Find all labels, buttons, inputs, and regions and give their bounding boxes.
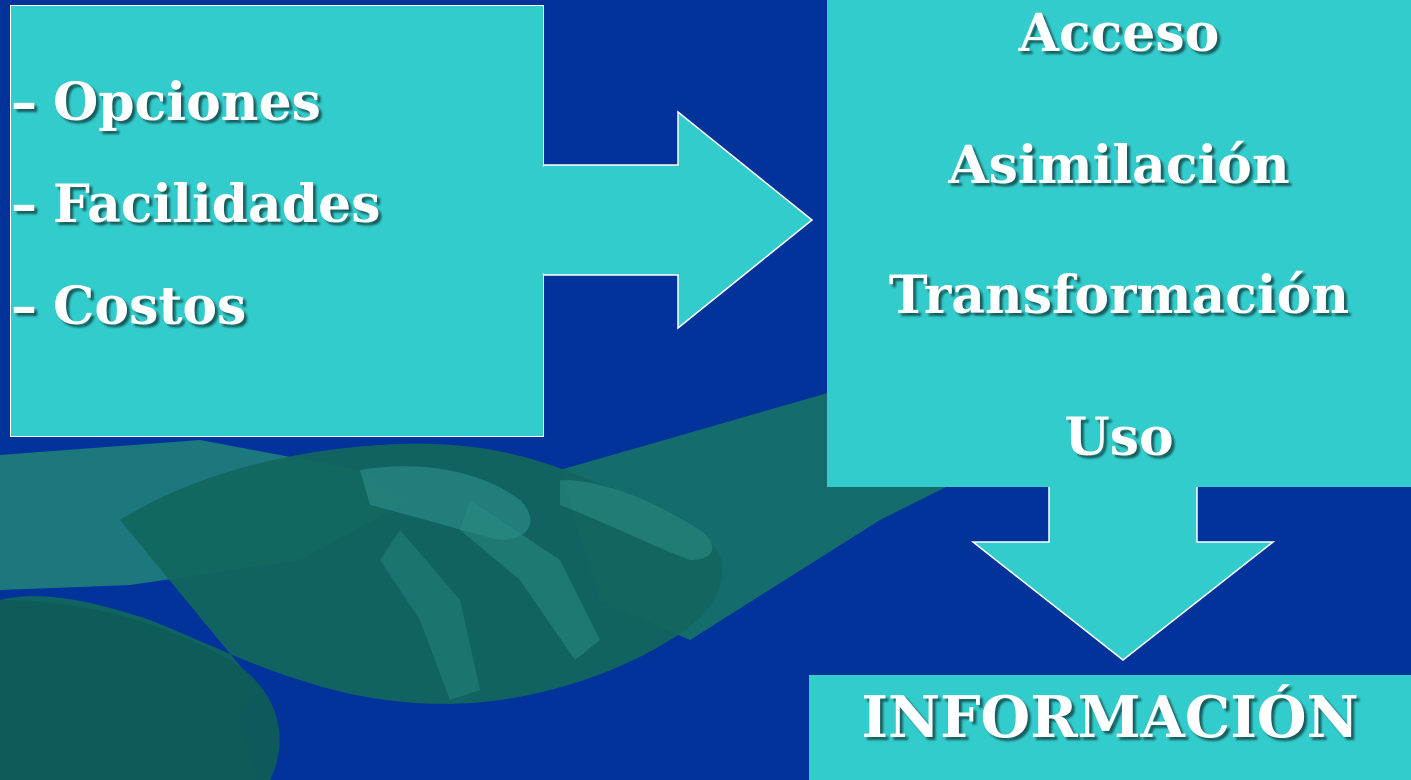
factors-list: –Opciones –Facilidades –Costos	[11, 68, 380, 374]
bullet-dash: –	[11, 276, 37, 337]
result-box: INFORMACIÓN	[809, 675, 1411, 780]
result-label: INFORMACIÓN	[861, 684, 1359, 751]
process-box: Acceso Asimilación Transformación Uso	[827, 0, 1411, 487]
right-arrow-joint	[540, 166, 546, 274]
down-arrow	[970, 487, 1276, 661]
factor-item-opciones: –Opciones	[11, 68, 380, 170]
stage-uso: Uso	[1064, 407, 1174, 468]
factor-label: Opciones	[53, 72, 321, 133]
bullet-dash: –	[11, 174, 37, 235]
factors-box: –Opciones –Facilidades –Costos	[10, 5, 544, 437]
factor-label: Costos	[53, 276, 247, 337]
factor-item-facilidades: –Facilidades	[11, 170, 380, 272]
handshake-finger-2	[460, 500, 600, 660]
stage-transformacion: Transformación	[888, 265, 1350, 326]
factor-item-costos: –Costos	[11, 272, 380, 374]
stage-acceso: Acceso	[1018, 3, 1220, 64]
handshake-finger-3	[380, 530, 480, 700]
stage-asimilacion: Asimilación	[948, 135, 1290, 196]
bullet-dash: –	[11, 72, 37, 133]
factor-label: Facilidades	[53, 174, 381, 235]
handshake-lower-arm	[0, 600, 280, 780]
right-arrow	[544, 110, 814, 330]
handshake-thumb	[560, 480, 713, 560]
